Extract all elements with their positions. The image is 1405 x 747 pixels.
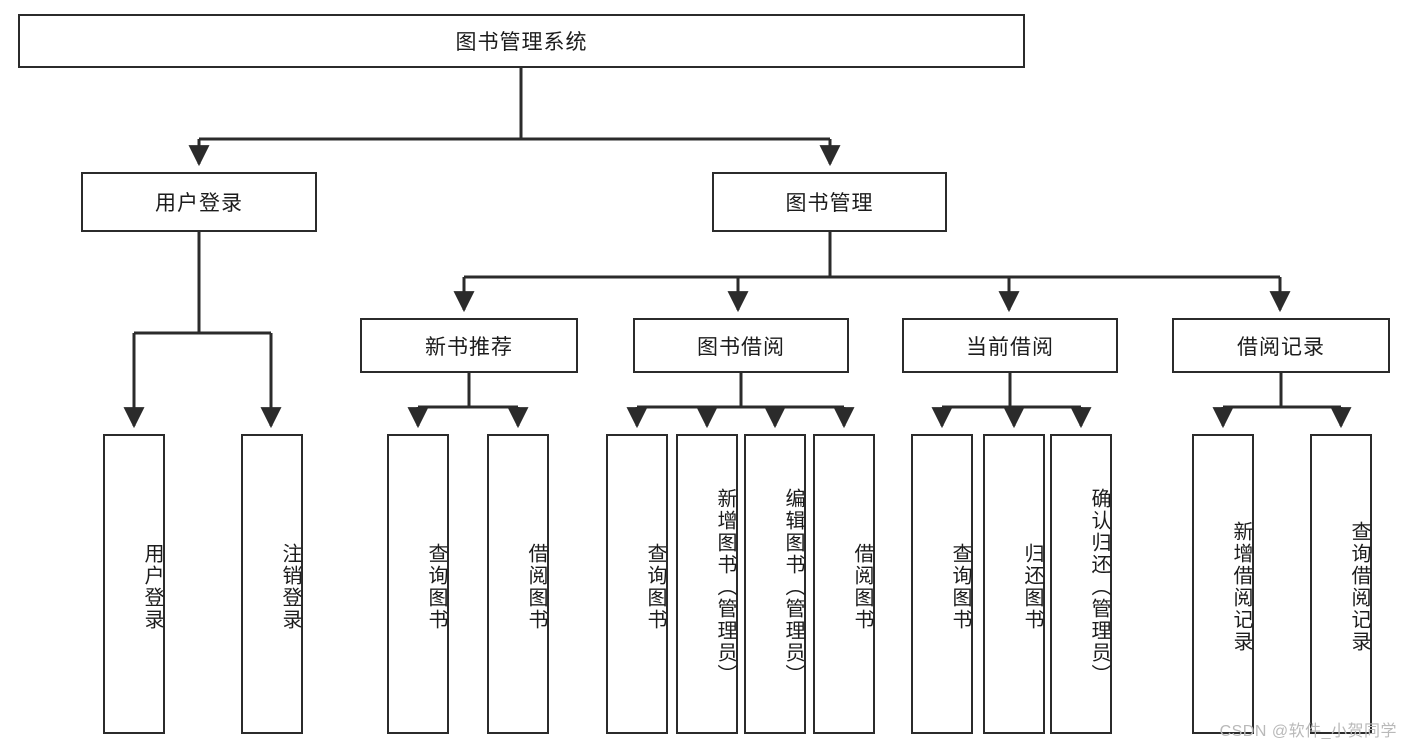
- node-label: 确认归还（管理员）: [1088, 488, 1110, 686]
- node-label: 当前借阅: [966, 335, 1054, 359]
- node-label: 用户登录: [155, 192, 243, 215]
- node-label: 图书管理系统: [455, 31, 588, 54]
- csdn-watermark: CSDN @软件_小贺同学: [1219, 723, 1397, 740]
- node-leaf-user-login[interactable]: 用户登录: [103, 434, 165, 734]
- node-label: 查询图书: [644, 543, 666, 631]
- node-label: 查询借阅记录: [1348, 521, 1370, 653]
- node-label: 归还图书: [1021, 543, 1043, 631]
- node-current-borrow[interactable]: 当前借阅: [902, 318, 1118, 373]
- node-label: 用户登录: [141, 543, 163, 631]
- node-label: 借阅记录: [1237, 335, 1325, 359]
- node-leaf-br-query[interactable]: 查询借阅记录: [1310, 434, 1372, 734]
- node-new-book-rec[interactable]: 新书推荐: [360, 318, 578, 373]
- node-leaf-user-logout[interactable]: 注销登录: [241, 434, 303, 734]
- node-leaf-cb-confirm[interactable]: 确认归还（管理员）: [1050, 434, 1112, 734]
- node-label: 查询图书: [425, 543, 447, 631]
- node-label: 注销登录: [279, 543, 301, 631]
- node-label: 查询图书: [949, 543, 971, 631]
- node-label: 图书借阅: [697, 335, 785, 359]
- node-root[interactable]: 图书管理系统: [18, 14, 1025, 68]
- node-label: 新增图书（管理员）: [714, 488, 736, 686]
- node-label: 借阅图书: [525, 543, 547, 631]
- node-leaf-cb-return[interactable]: 归还图书: [983, 434, 1045, 734]
- node-leaf-cb-query[interactable]: 查询图书: [911, 434, 973, 734]
- node-label: 编辑图书（管理员）: [782, 488, 804, 686]
- node-leaf-rec-query[interactable]: 查询图书: [387, 434, 449, 734]
- node-label: 新书推荐: [425, 335, 513, 359]
- node-leaf-br-add[interactable]: 新增借阅记录: [1192, 434, 1254, 734]
- node-leaf-bb-query[interactable]: 查询图书: [606, 434, 668, 734]
- node-label: 借阅图书: [851, 543, 873, 631]
- node-leaf-bb-edit[interactable]: 编辑图书（管理员）: [744, 434, 806, 734]
- node-borrow-record[interactable]: 借阅记录: [1172, 318, 1390, 373]
- node-leaf-bb-borrow[interactable]: 借阅图书: [813, 434, 875, 734]
- node-book-borrow[interactable]: 图书借阅: [633, 318, 849, 373]
- node-book-manage[interactable]: 图书管理: [712, 172, 947, 232]
- node-label: 图书管理: [785, 192, 874, 215]
- node-label: 新增借阅记录: [1230, 521, 1252, 653]
- node-user-login[interactable]: 用户登录: [81, 172, 317, 232]
- node-leaf-rec-borrow[interactable]: 借阅图书: [487, 434, 549, 734]
- node-leaf-bb-add[interactable]: 新增图书（管理员）: [676, 434, 738, 734]
